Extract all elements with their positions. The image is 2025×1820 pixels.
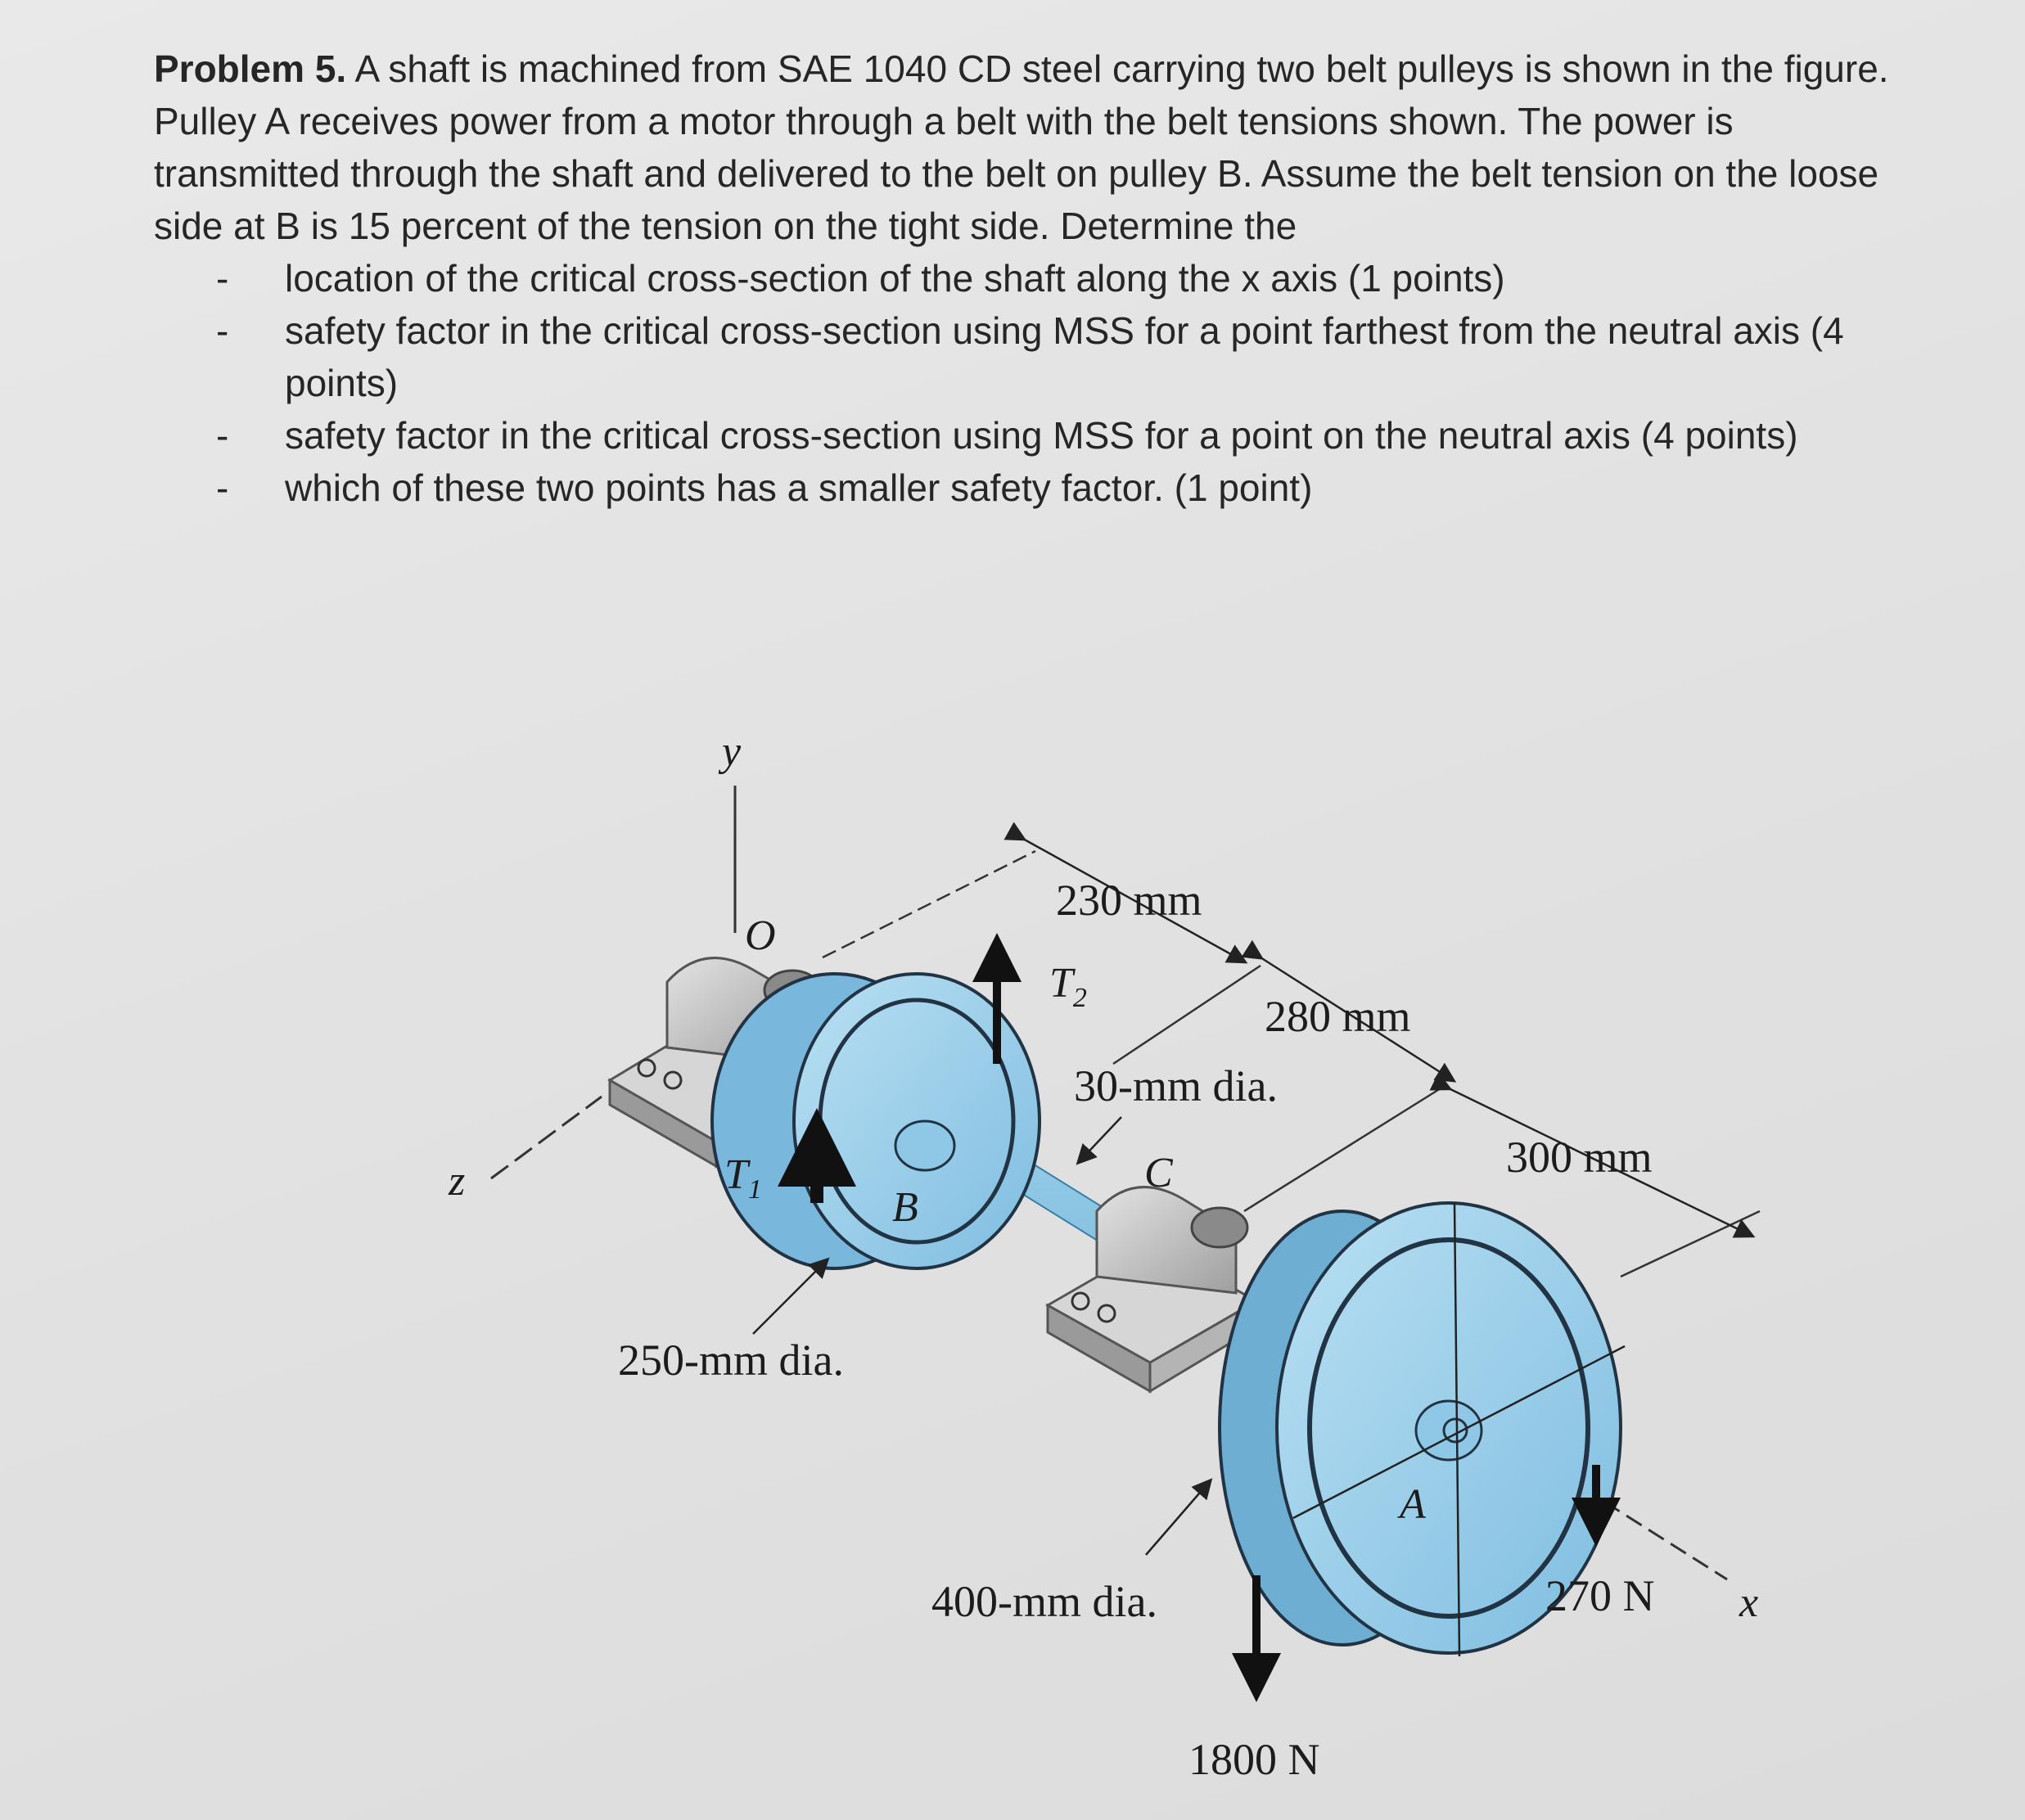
pulley-a-dia-label: 400-mm dia. bbox=[931, 1577, 1157, 1626]
leader-shaft-dia bbox=[1076, 1116, 1122, 1165]
dim-arrow-280 bbox=[1241, 939, 1457, 1083]
dim-230-label: 230 mm bbox=[1056, 876, 1202, 925]
task-list: - location of the critical cross-section … bbox=[154, 252, 1914, 514]
dim-300-label: 300 mm bbox=[1506, 1133, 1653, 1182]
dim-ext-line bbox=[822, 849, 1036, 959]
t2-sub: 2 bbox=[1073, 983, 1087, 1013]
t1-label: T1 bbox=[724, 1151, 762, 1205]
force-270-label: 270 N bbox=[1545, 1571, 1655, 1620]
dim-ext-line bbox=[1112, 964, 1261, 1065]
task-text: location of the critical cross-section o… bbox=[285, 257, 1505, 300]
t1-sub: 1 bbox=[748, 1174, 762, 1205]
t2-main: T bbox=[1049, 960, 1076, 1007]
task-bullet: - bbox=[216, 466, 229, 509]
pulley-b-dia-label: 250-mm dia. bbox=[618, 1336, 844, 1385]
x-axis-line bbox=[1603, 1500, 1728, 1581]
bearing-c bbox=[1044, 1186, 1260, 1394]
task-item: - safety factor in the critical cross-sec… bbox=[154, 304, 1914, 409]
dim-arrow-230 bbox=[1003, 822, 1248, 964]
pulley-a bbox=[1218, 1201, 1626, 1657]
task-item: - location of the critical cross-section … bbox=[154, 252, 1914, 304]
leader-pulley-a-dia bbox=[1145, 1478, 1213, 1556]
t2-label: T2 bbox=[1049, 960, 1087, 1013]
point-c-label: C bbox=[1144, 1150, 1174, 1196]
task-item: - which of these two points has a smaller… bbox=[154, 462, 1914, 514]
z-axis-line bbox=[490, 1095, 602, 1180]
dim-ext-line bbox=[1243, 1087, 1441, 1213]
task-bullet: - bbox=[216, 257, 229, 300]
force-1800-label: 1800 N bbox=[1188, 1735, 1320, 1784]
problem-text: Problem 5. A shaft is machined from SAE … bbox=[154, 43, 1914, 514]
dim-arrow-300 bbox=[1429, 1072, 1756, 1238]
shaft-dia-label: 30-mm dia. bbox=[1074, 1061, 1278, 1110]
leader-pulley-b-dia bbox=[752, 1257, 830, 1335]
task-text: safety factor in the critical cross-sect… bbox=[285, 309, 1844, 404]
task-item: - safety factor in the critical cross-sec… bbox=[154, 409, 1914, 462]
t1-main: T bbox=[724, 1151, 751, 1198]
task-text: safety factor in the critical cross-sect… bbox=[285, 414, 1798, 457]
pulley-b bbox=[710, 972, 1041, 1270]
dim-280-label: 280 mm bbox=[1265, 992, 1411, 1041]
task-bullet: - bbox=[216, 414, 229, 457]
problem-statement: Problem 5. A shaft is machined from SAE … bbox=[154, 43, 1914, 252]
z-axis-label: z bbox=[448, 1158, 465, 1205]
task-text: which of these two points has a smaller … bbox=[285, 466, 1313, 509]
point-b-label: B bbox=[892, 1184, 918, 1231]
task-bullet: - bbox=[216, 309, 229, 352]
problem-label: Problem 5. bbox=[154, 47, 347, 90]
point-a-label: A bbox=[1397, 1481, 1426, 1528]
y-axis-label: y bbox=[718, 728, 742, 775]
dim-ext-line bbox=[1620, 1210, 1761, 1278]
x-axis-label: x bbox=[1739, 1579, 1758, 1626]
origin-label: O bbox=[745, 912, 776, 959]
problem-body: A shaft is machined from SAE 1040 CD ste… bbox=[154, 47, 1889, 247]
